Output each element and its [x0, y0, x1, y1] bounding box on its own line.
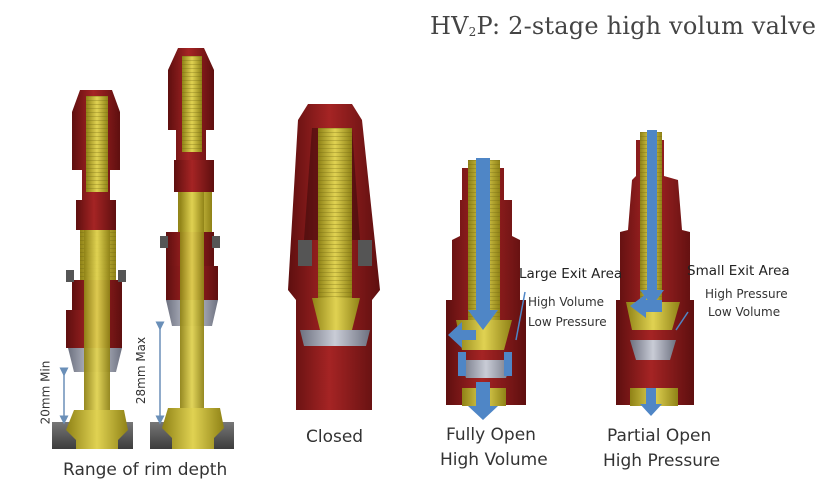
figure-title: HV2P: 2-stage high volum valve: [430, 12, 816, 40]
caption-partial-open: Partial Open: [607, 426, 712, 446]
valve-closed: [288, 104, 380, 410]
valve-20mm-rim: [52, 90, 133, 449]
dimension-28mm-max: 28mm Max: [134, 336, 149, 405]
caption-high-pressure: High Pressure: [603, 451, 721, 471]
caption-high-volume: High Volume: [440, 450, 548, 470]
airflow-arrow-full-down: [468, 158, 498, 330]
label-large-exit-area: Large Exit Area: [519, 266, 623, 282]
airflow-arrow-full-left: [448, 322, 476, 348]
airflow-arrow-partial-down: [640, 130, 664, 306]
label-small-exit-area: Small Exit Area: [687, 263, 790, 279]
label-small-exit-low-volume: Low Volume: [708, 305, 781, 319]
airflow-arrows: [448, 130, 664, 420]
pointer-lines: [515, 291, 689, 341]
label-small-exit-high-pressure: High Pressure: [705, 287, 788, 301]
airflow-arrow-partial-left: [630, 294, 662, 318]
dimension-20mm-min: 20mm Min: [38, 360, 53, 425]
caption-rim-depth: Range of rim depth: [63, 460, 228, 480]
caption-fully-open: Fully Open: [446, 425, 536, 445]
caption-closed: Closed: [306, 427, 364, 447]
label-large-exit-high-volume: High Volume: [528, 295, 605, 309]
airflow-arrow-full-exit: [468, 382, 498, 420]
label-large-exit-low-pressure: Low Pressure: [528, 315, 607, 329]
valve-28mm-rim: [150, 48, 234, 449]
airflow-arrow-partial-exit: [640, 388, 662, 416]
